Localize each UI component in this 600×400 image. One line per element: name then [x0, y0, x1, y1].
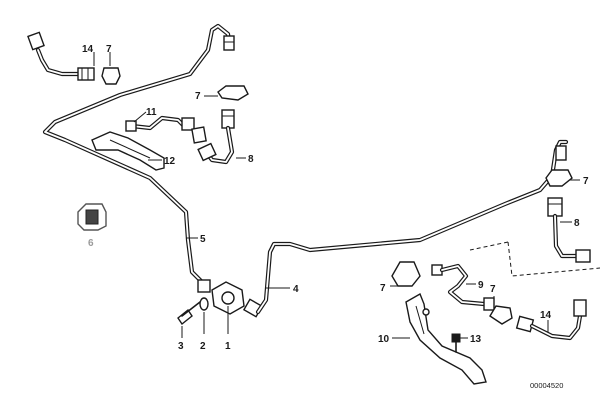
fitting-top-center: [223, 35, 235, 51]
label-7-lower2: 7: [490, 284, 496, 295]
label-7-mid: 7: [195, 91, 201, 102]
nut-13: [451, 333, 461, 353]
bracket-10: [405, 292, 487, 385]
clip-6: [77, 203, 107, 231]
bracket-lower-7: [391, 261, 421, 287]
label-12: 12: [164, 156, 176, 167]
label-7-right: 7: [583, 176, 589, 187]
label-7-top: 7: [106, 44, 112, 55]
label-leaders: [93, 52, 580, 339]
label-14-lower: 14: [540, 310, 552, 321]
distributor-fitting: [197, 279, 264, 318]
label-10: 10: [378, 334, 390, 345]
drawing-code: 00004520: [530, 381, 563, 390]
washer-2: [199, 297, 209, 311]
label-3: 3: [178, 341, 184, 352]
label-8-mid: 8: [248, 154, 254, 165]
label-4: 4: [293, 284, 299, 295]
label-14-top: 14: [82, 44, 94, 55]
dashed-leaders: [469, 241, 600, 277]
label-7-lower: 7: [380, 283, 386, 294]
brake-pipe-9: [431, 263, 495, 311]
bolt-3: [177, 301, 201, 326]
brake-hose-center: [197, 109, 235, 165]
label-13: 13: [470, 334, 482, 345]
brake-hose-top-left: [27, 31, 95, 81]
label-8-right: 8: [574, 218, 580, 229]
clip-top-left: [101, 67, 121, 85]
brake-hose-right: [547, 197, 591, 263]
label-6: 6: [88, 238, 94, 249]
label-9: 9: [478, 280, 484, 291]
clip-lower-right: [489, 305, 513, 325]
bracket-12: [91, 131, 165, 171]
clip-right: [545, 169, 573, 187]
clip-top-center: [217, 85, 249, 101]
label-11: 11: [146, 107, 157, 118]
brake-hose-lower-right: [515, 299, 587, 341]
brake-pipe-left: [42, 23, 233, 288]
brake-pipe-right: [255, 139, 569, 315]
brake-pipe-11: [125, 115, 207, 144]
label-5: 5: [200, 234, 206, 245]
label-2: 2: [200, 341, 206, 352]
label-1: 1: [225, 341, 231, 352]
